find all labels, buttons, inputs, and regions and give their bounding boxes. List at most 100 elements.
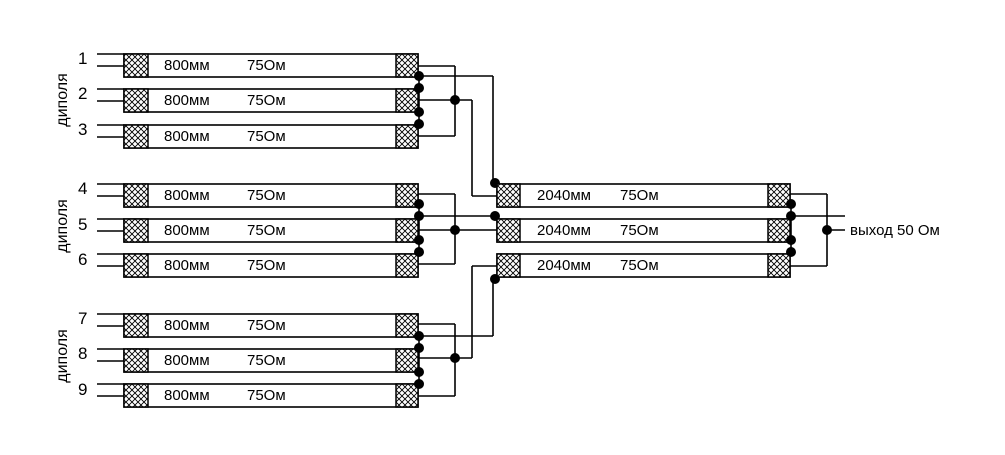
dipole-number-9: 9	[78, 380, 87, 399]
junction-dot	[414, 331, 424, 341]
junction-dot	[786, 247, 796, 257]
output-label: выход 50 Ом	[850, 222, 940, 239]
cable-group-3: 7 800мм 75Ом 8 800мм 75Ом 9 800мм	[78, 265, 500, 408]
cable-2: 2 800мм 75Ом	[78, 84, 419, 113]
cable-connector	[395, 383, 419, 408]
junction-dot	[450, 353, 460, 363]
cable-impedance-label: 75Ом	[247, 317, 286, 334]
combiner-cable-3: 2040мм 75Ом	[496, 253, 791, 278]
junction-dot	[414, 119, 424, 129]
junction-wiring-2	[414, 193, 500, 265]
cable-length-label: 800мм	[164, 187, 210, 204]
cable-1: 1 800мм 75Ом	[78, 49, 419, 78]
junction-dot	[786, 199, 796, 209]
junction-dot	[786, 235, 796, 245]
cable-connector	[123, 253, 149, 278]
cable-connector	[395, 253, 419, 278]
cable-connector	[496, 218, 521, 243]
combiner-cable-2: 2040мм 75Ом	[496, 218, 791, 243]
cable-impedance-label: 75Ом	[247, 128, 286, 145]
junction-dot	[450, 95, 460, 105]
cable-length-label: 800мм	[164, 352, 210, 369]
junction-dot	[414, 83, 424, 93]
dipole-number-6: 6	[78, 250, 87, 269]
cable-9: 9 800мм 75Ом	[78, 380, 419, 408]
dipole-number-1: 1	[78, 49, 87, 68]
cable-connector	[767, 253, 791, 278]
cable-impedance-label: 75Ом	[247, 222, 286, 239]
dipole-number-8: 8	[78, 344, 87, 363]
group-label-2: диполя	[54, 199, 71, 252]
junction-wiring-3	[414, 265, 500, 397]
cable-4: 4 800мм 75Ом	[78, 179, 419, 208]
junction-dot	[414, 211, 424, 221]
cable-connector	[767, 183, 791, 208]
cable-connector	[123, 383, 149, 408]
junction-dot	[414, 107, 424, 117]
cable-impedance-label: 75Ом	[247, 92, 286, 109]
junction-dot	[414, 247, 424, 257]
combiner-group: 2040мм 75Ом 2040мм 75Ом 2040мм 75Ом	[496, 183, 940, 278]
cable-connector	[395, 88, 419, 113]
junction-dot	[414, 199, 424, 209]
cable-impedance-label: 75Ом	[247, 352, 286, 369]
cable-group-1: 1 800мм 75Ом 2 800мм 75Ом 3	[78, 49, 500, 197]
cable-connector	[767, 218, 791, 243]
cable-length-label: 2040мм	[537, 187, 591, 204]
cable-connector	[123, 348, 149, 373]
cable-7: 7 800мм 75Ом	[78, 309, 419, 338]
cable-length-label: 2040мм	[537, 222, 591, 239]
junction-wiring-1	[414, 65, 500, 197]
cable-impedance-label: 75Ом	[247, 387, 286, 404]
cable-length-label: 800мм	[164, 128, 210, 145]
cable-length-label: 800мм	[164, 317, 210, 334]
cable-group-2: 4 800мм 75Ом 5 800мм 75Ом 6 800мм	[78, 179, 500, 278]
cable-length-label: 800мм	[164, 57, 210, 74]
cable-length-label: 800мм	[164, 257, 210, 274]
cable-3: 3 800мм 75Ом	[78, 120, 419, 149]
cable-connector	[395, 313, 419, 338]
cable-connector	[123, 218, 149, 243]
cable-6: 6 800мм 75Ом	[78, 250, 419, 278]
cable-impedance-label: 75Ом	[620, 257, 659, 274]
cable-impedance-label: 75Ом	[620, 187, 659, 204]
cable-connector	[395, 183, 419, 208]
dipole-number-7: 7	[78, 309, 87, 328]
junction-dot	[414, 367, 424, 377]
cable-impedance-label: 75Ом	[247, 57, 286, 74]
cable-connector	[123, 183, 149, 208]
cable-length-label: 800мм	[164, 387, 210, 404]
cable-connector	[123, 313, 149, 338]
cable-connector	[123, 53, 149, 78]
cable-connector	[395, 348, 419, 373]
cable-length-label: 800мм	[164, 92, 210, 109]
cable-length-label: 2040мм	[537, 257, 591, 274]
cable-impedance-label: 75Ом	[620, 222, 659, 239]
cable-impedance-label: 75Ом	[247, 187, 286, 204]
junction-dot	[786, 211, 796, 221]
group-label-3: диполя	[54, 329, 71, 382]
dipole-number-2: 2	[78, 84, 87, 103]
cable-connector	[395, 124, 419, 149]
cable-5: 5 800мм 75Ом	[78, 215, 419, 243]
cable-length-label: 800мм	[164, 222, 210, 239]
dipole-number-4: 4	[78, 179, 87, 198]
cable-connector	[123, 88, 149, 113]
junction-dot	[414, 235, 424, 245]
cable-connector	[496, 253, 521, 278]
junction-dot	[414, 343, 424, 353]
group-label-1: диполя	[54, 73, 71, 126]
cable-connector	[123, 124, 149, 149]
junction-dot	[450, 225, 460, 235]
cable-connector	[496, 183, 521, 208]
dipole-number-3: 3	[78, 120, 87, 139]
junction-dot	[414, 379, 424, 389]
junction-dot	[414, 71, 424, 81]
junction-dot	[822, 225, 832, 235]
output-wiring	[786, 193, 845, 267]
dipole-number-5: 5	[78, 215, 87, 234]
cable-8: 8 800мм 75Ом	[78, 344, 419, 373]
cable-impedance-label: 75Ом	[247, 257, 286, 274]
combiner-cable-1: 2040мм 75Ом	[496, 183, 791, 208]
